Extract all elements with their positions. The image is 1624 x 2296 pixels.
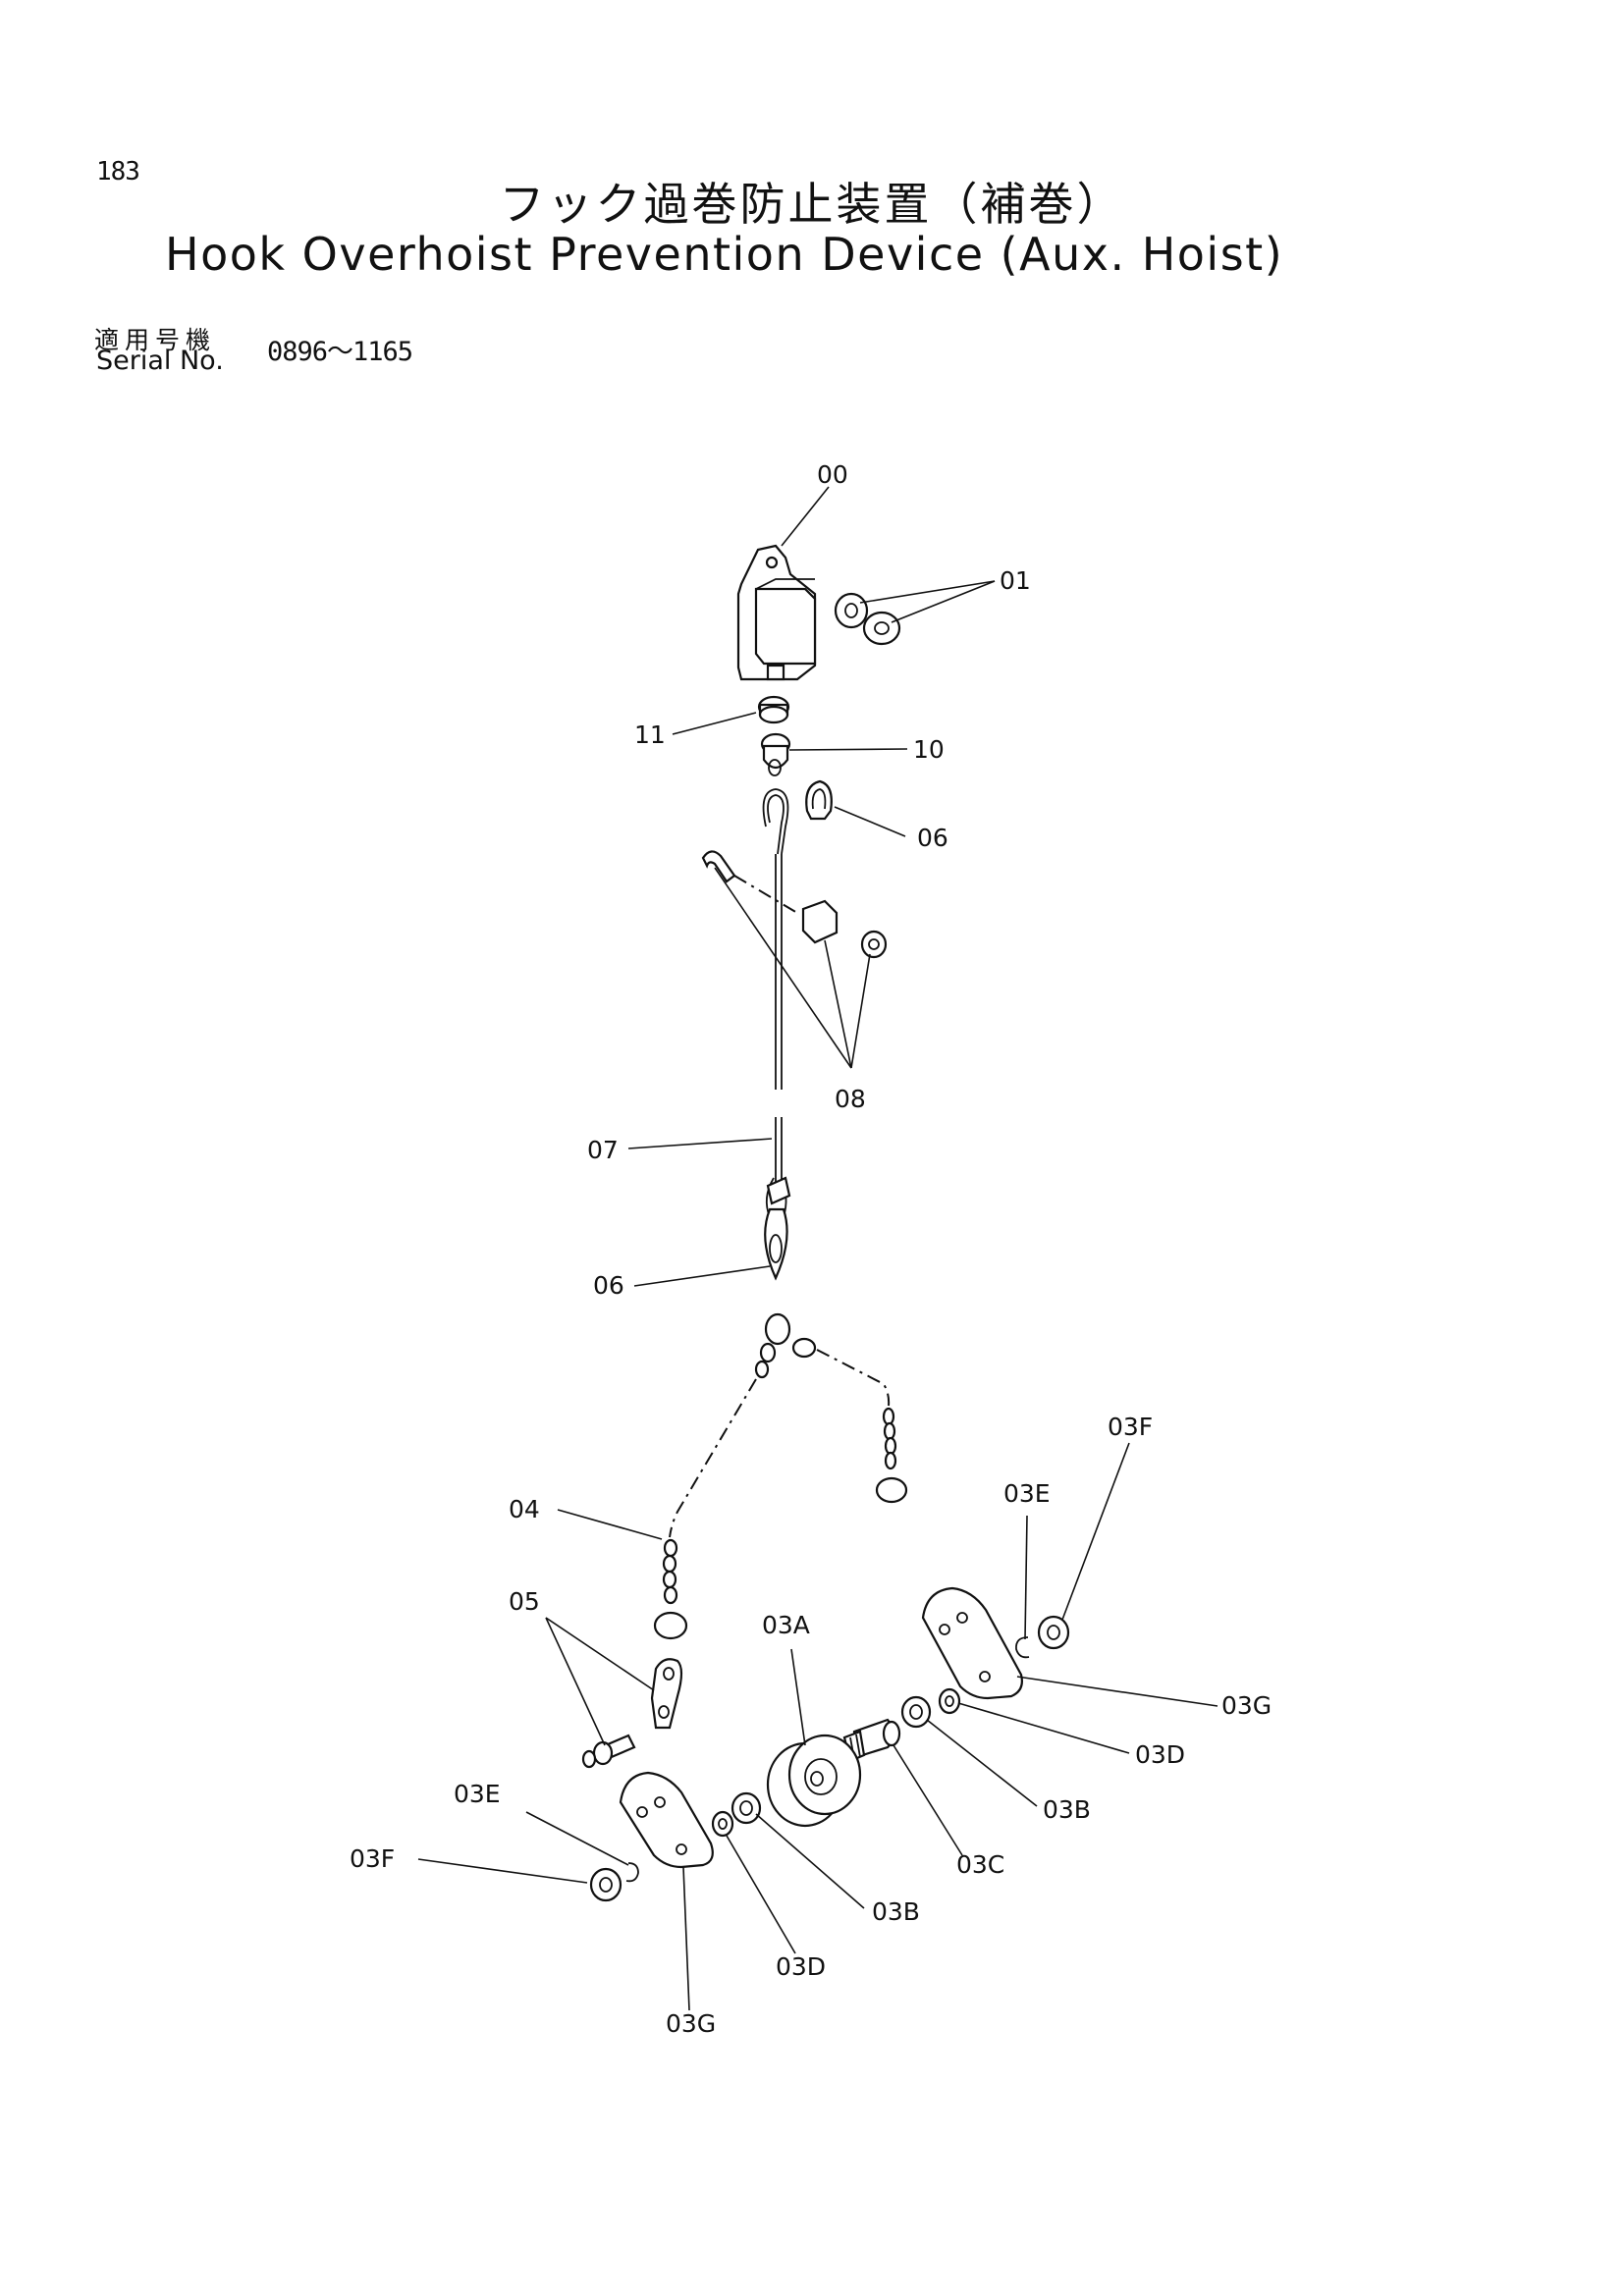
callout-07: 07 [587,1136,619,1164]
page-title-japanese: フック過巻防止装置（補巻） [499,178,1125,231]
side-plate-right-part [921,1586,1023,1700]
link-pin-part [581,1658,683,1769]
callout-03C: 03C [956,1850,1004,1879]
wire-rope-part [762,788,789,1238]
callout-03F-left: 03F [350,1844,395,1873]
callout-00: 00 [817,460,848,489]
callout-08: 08 [835,1085,866,1113]
pulley-part [766,1734,862,1828]
bushing-right-part [900,1695,932,1729]
callout-03B-left: 03B [872,1897,920,1926]
serial-range: 0896～1165 [267,337,413,367]
callout-11: 11 [634,721,666,749]
page-title-english: Hook Overhoist Prevention Device (Aux. H… [165,228,1284,281]
page-number: 183 [96,157,140,187]
callout-04: 04 [509,1495,540,1523]
swivel-part [760,732,791,776]
callout-10: 10 [913,735,945,764]
callout-05: 05 [509,1587,540,1616]
callout-03A: 03A [762,1611,810,1639]
leader-lines [417,486,1218,2011]
serial-label-english: Serial No. [96,346,224,376]
nut-left-part [589,1867,623,1902]
limit-switch-part [736,544,817,681]
callout-03D-left: 03D [776,1952,826,1981]
callout-06-lower: 06 [593,1271,624,1300]
callout-03D-right: 03D [1135,1740,1185,1769]
bushing-left-part [731,1791,762,1825]
nut-pair-part [834,592,901,646]
callout-03F-right: 03F [1108,1413,1153,1441]
chain-weight-part [653,1312,908,1640]
callout-03E-right: 03E [1003,1479,1051,1508]
callout-03G-right: 03G [1221,1691,1272,1720]
washer-right-part [938,1687,961,1715]
washer-left-part [711,1810,734,1838]
nut-right-part [1037,1615,1070,1650]
callout-03G-left: 03G [666,2009,716,2038]
callout-03E-left: 03E [454,1780,501,1808]
serial-label-japanese: 適用号機 [94,326,217,354]
snap-ring-left-part [625,1862,639,1883]
snap-ring-right-part [1015,1636,1030,1659]
callout-03B-right: 03B [1043,1795,1091,1824]
callout-labels: 00 01 11 10 06 08 07 06 04 05 03A 03F 03… [350,460,1272,2038]
u-bolt-clamp-part [701,850,888,959]
thimble-upper-part [805,779,833,821]
thimble-lower-part [764,1176,791,1281]
collar-part [757,695,790,724]
side-plate-left-part [619,1771,714,1869]
callout-06-upper: 06 [917,824,948,852]
callout-01: 01 [1000,566,1031,595]
